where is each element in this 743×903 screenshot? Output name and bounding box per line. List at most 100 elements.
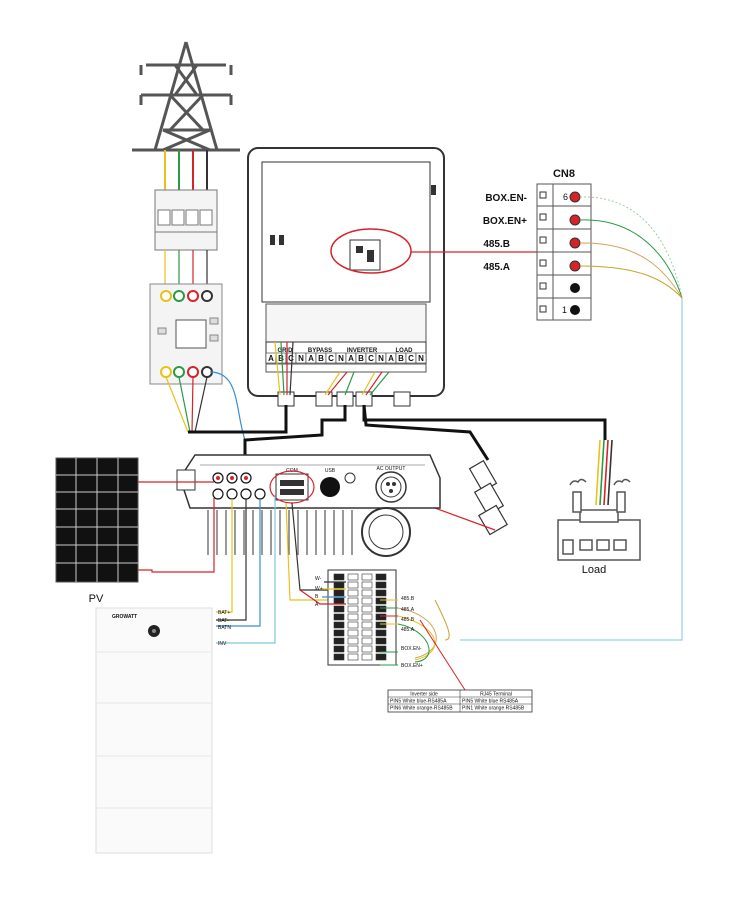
battery-stack: GROWATT bbox=[95, 607, 213, 854]
com-port bbox=[275, 473, 309, 501]
usb-port bbox=[320, 477, 340, 497]
connector-cell bbox=[375, 645, 387, 653]
connector-cell bbox=[347, 637, 359, 645]
connector-left-labels: W- W+ B A bbox=[315, 576, 323, 608]
connector-cell bbox=[361, 597, 373, 605]
phase-letter: A bbox=[348, 354, 354, 363]
circuit-breaker bbox=[154, 189, 218, 251]
cn8-connector: CN8 6 1 BOX.EN- BOX.EN+ 485.B 485.A bbox=[483, 168, 592, 321]
connector-cell bbox=[361, 589, 373, 597]
connector-cell bbox=[333, 653, 345, 661]
pv-label: PV bbox=[89, 593, 104, 605]
connector-cell bbox=[333, 605, 345, 613]
connector-cell bbox=[347, 581, 359, 589]
connector-cell bbox=[347, 613, 359, 621]
connector-cell bbox=[361, 573, 373, 581]
inv-label: INV bbox=[218, 641, 227, 647]
phase-cell bbox=[415, 352, 427, 364]
table-cell-r1c2: PIN5 White blue RS485A bbox=[462, 699, 519, 705]
phase-letter: B bbox=[278, 354, 284, 363]
connector-cell bbox=[347, 597, 359, 605]
bat-plus-label: BAT+ bbox=[218, 610, 230, 616]
comm-board-highlight bbox=[330, 228, 412, 274]
phase-letter: N bbox=[298, 354, 304, 363]
main-power-cables bbox=[188, 404, 607, 461]
cn8-pin-6: 6 bbox=[563, 192, 568, 202]
connector-cell bbox=[375, 581, 387, 589]
phase-letter: C bbox=[328, 354, 334, 363]
terminal-group-load: LOAD bbox=[396, 348, 414, 354]
table-cell-r2c1: PIN6 White orange-RS485B bbox=[390, 706, 453, 712]
phase-letter: B bbox=[358, 354, 364, 363]
connector-cell bbox=[333, 613, 345, 621]
connector-cell bbox=[333, 645, 345, 653]
connector-cell bbox=[333, 637, 345, 645]
connector-cell bbox=[375, 573, 387, 581]
ac-output-label: AC OUTPUT bbox=[377, 466, 406, 472]
terminal-group-grid: GRID bbox=[278, 348, 294, 354]
connector-cell bbox=[347, 573, 359, 581]
phase-letter: C bbox=[368, 354, 374, 363]
pv-panel-icon bbox=[55, 457, 139, 583]
load-feed-wires bbox=[595, 439, 613, 506]
connector-cell bbox=[361, 605, 373, 613]
connector-cell bbox=[361, 645, 373, 653]
connector-cell bbox=[375, 621, 387, 629]
phase-letter: N bbox=[418, 354, 424, 363]
connector-cell bbox=[361, 621, 373, 629]
connector-cell bbox=[333, 581, 345, 589]
conn-left-b: B bbox=[315, 594, 319, 600]
conn-right-box-en-plus: BOX.EN+ bbox=[401, 663, 423, 669]
conn-right-box-en-minus: BOX.EN- bbox=[401, 646, 422, 652]
cn8-label-box-en-minus: BOX.EN- bbox=[485, 193, 527, 204]
conn-right-485a-2: 485.A bbox=[401, 627, 415, 633]
conn-left-w-minus: W- bbox=[315, 576, 322, 582]
connector-cell bbox=[375, 605, 387, 613]
ac-plug-icon bbox=[468, 459, 508, 536]
phase-letter: B bbox=[318, 354, 324, 363]
phase-letter: N bbox=[378, 354, 384, 363]
pv-wires bbox=[138, 481, 215, 573]
breaker-output-wires bbox=[164, 250, 208, 290]
connector-cell bbox=[375, 629, 387, 637]
connector-cell bbox=[347, 621, 359, 629]
connector-cell bbox=[333, 573, 345, 581]
cn8-label-485a: 485.A bbox=[483, 262, 510, 273]
terminal-connector-block bbox=[327, 569, 397, 666]
cn8-label-485b: 485.B bbox=[483, 239, 510, 250]
phase-letter: A bbox=[268, 354, 274, 363]
battery-cables bbox=[216, 495, 330, 644]
energy-meter bbox=[149, 283, 223, 385]
terminal-group-bypass: BYPASS bbox=[308, 348, 332, 354]
battery-terminal-labels: BAT+ BAT- BATN INV bbox=[218, 610, 231, 647]
cn8-pin-1: 1 bbox=[562, 305, 567, 315]
usb-port-label: USB bbox=[325, 468, 336, 474]
meter-output-wires bbox=[165, 371, 246, 441]
table-cell-r2c2: PIN1 White orange RS485B bbox=[462, 706, 525, 712]
connector-cell bbox=[333, 629, 345, 637]
connector-right-wires bbox=[380, 599, 450, 666]
bat-minus-label: BAT- bbox=[218, 618, 229, 624]
connector-right-labels: 485.B 485.A 485.B 485.A BOX.EN- BOX.EN+ bbox=[401, 596, 423, 669]
phase-letter: C bbox=[288, 354, 294, 363]
cn8-title: CN8 bbox=[553, 168, 575, 180]
connector-cell bbox=[375, 653, 387, 661]
load-label: Load bbox=[582, 564, 606, 576]
conn-right-485b-1: 485.B bbox=[401, 596, 415, 602]
connector-cell bbox=[347, 589, 359, 597]
phase-letter: A bbox=[308, 354, 314, 363]
conn-right-485a-1: 485.A bbox=[401, 607, 415, 613]
connector-cell bbox=[361, 653, 373, 661]
connector-cell bbox=[375, 597, 387, 605]
conn-left-w-plus: W+ bbox=[315, 586, 323, 592]
connector-cell bbox=[361, 581, 373, 589]
load-building-icon bbox=[557, 478, 641, 561]
connector-cell bbox=[347, 605, 359, 613]
table-header-inverter: Inverter side bbox=[410, 692, 438, 698]
inverter: COM USB AC OUTPUT bbox=[176, 454, 441, 557]
connector-cell bbox=[333, 589, 345, 597]
connector-cell bbox=[375, 613, 387, 621]
box-internal-wires bbox=[274, 341, 390, 396]
